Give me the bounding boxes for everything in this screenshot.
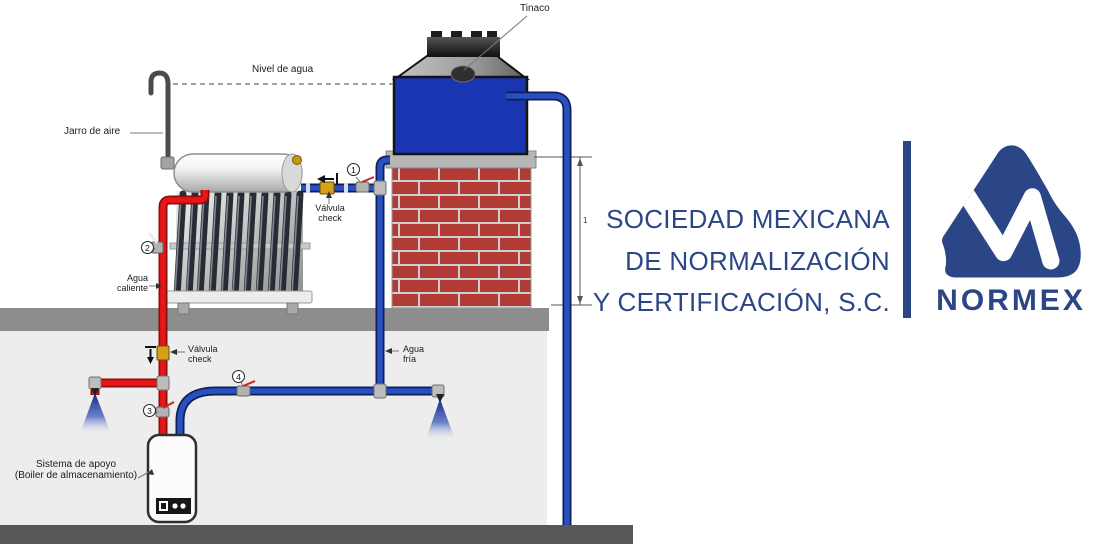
brick-column (391, 166, 532, 309)
label-leader-lines (130, 15, 528, 479)
label-tinaco: Tinaco (520, 3, 550, 14)
cold-water-pipes (175, 91, 572, 525)
ground-floor-slab (0, 525, 633, 544)
label-air-jar: Jarro de aire (64, 126, 121, 137)
shower-left (79, 388, 112, 436)
shower-right (425, 394, 456, 442)
dimension-value: 1 (583, 216, 588, 225)
backup-boiler (146, 433, 198, 524)
brand-line-1: SOCIEDAD MEXICANA (606, 204, 890, 234)
installation-diagram (0, 15, 633, 544)
marker-3: 3 (143, 404, 156, 417)
logo-white-wave (956, 184, 1060, 270)
marker-1: 1 (347, 163, 360, 176)
tinaco-inlet-hole (450, 65, 476, 83)
air-jar-pipe (148, 70, 171, 169)
spray-cone (79, 393, 112, 436)
air-jar-fitting (160, 156, 175, 170)
label-water-level: Nivel de agua (252, 64, 314, 75)
label-check-valve-riser: Válvula check (188, 344, 218, 365)
brand-title: SOCIEDAD MEXICANA DE NORMALIZACIÓN Y CER… (555, 199, 890, 324)
normex-logo-icon (942, 145, 1081, 278)
shower-nozzle-icon (91, 388, 99, 397)
check-valve-riser (156, 345, 170, 361)
marker-2: 2 (141, 241, 154, 254)
tinaco-body (392, 75, 529, 156)
evacuated-tubes (173, 190, 304, 300)
ball-valves (148, 176, 375, 418)
logo-mountain-shape (942, 145, 1081, 278)
collector-foot-right (286, 302, 299, 315)
valve-4 (236, 380, 256, 397)
collector-bottom-rail (165, 290, 313, 304)
dimension-arrow-top (577, 158, 583, 166)
spray-cone (425, 399, 456, 442)
brand-line-2: DE NORMALIZACIÓN (625, 245, 890, 276)
label-hot-water: Agua caliente (116, 273, 148, 294)
tinaco-tank (391, 31, 530, 156)
marker-4: 4 (232, 370, 245, 383)
check-valve-collector (319, 181, 335, 195)
tube-highlights (174, 195, 299, 295)
dimension-arrow-bottom (577, 296, 583, 304)
solar-collector (165, 153, 313, 315)
roof-slab (0, 308, 549, 331)
brand-line-3: Y CERTIFICACIÓN, S.C. (592, 287, 890, 317)
brand-divider-bar (903, 141, 911, 318)
normex-wordmark: NORMEX (936, 284, 1086, 317)
collector-foot-left (177, 302, 190, 315)
label-cold-water: Agua fría (403, 344, 425, 365)
valve-2 (148, 232, 164, 254)
tank-brass-fitting (292, 155, 302, 165)
label-check-valve-collector: Válvula check (315, 203, 345, 224)
label-backup-system: Sistema de apoyo (Boiler de almacenamien… (14, 459, 138, 482)
tinaco-lid (427, 37, 500, 57)
valve-3 (155, 401, 175, 418)
shower-nozzle-icon (436, 394, 444, 403)
label-arrowheads (147, 191, 392, 475)
valve-1 (355, 176, 375, 193)
flow-direction-arrows (145, 173, 338, 364)
